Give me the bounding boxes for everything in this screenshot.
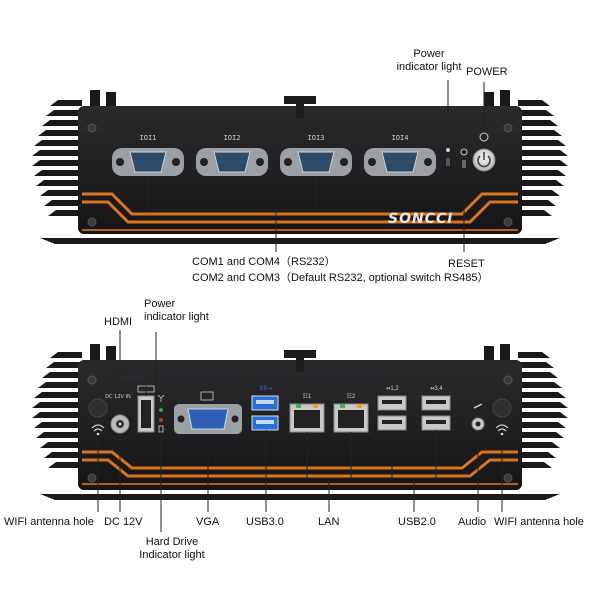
label-power: POWER <box>466 66 508 78</box>
front-panel: IOI1 IOI2 IOI3 IOI4 SONCCI <box>32 90 568 244</box>
com-port-1 <box>112 148 184 176</box>
label-usb3: USB3.0 <box>246 516 284 528</box>
label-lan: LAN <box>318 516 340 528</box>
orange-stripe-3 <box>300 192 518 216</box>
screws-rear <box>87 375 513 483</box>
orange-stripe-r4 <box>300 458 518 478</box>
top-notch <box>284 96 316 118</box>
label-dc12v: DC 12V <box>104 516 143 528</box>
orange-stripe-r1 <box>82 450 300 470</box>
label-hdd-indicator: Hard Drive Indicator light <box>139 536 205 561</box>
label-hdmi: HDMI <box>104 316 133 328</box>
orange-stripe-r2 <box>82 458 300 478</box>
vga-port[interactable] <box>174 391 242 434</box>
label-vga: VGA <box>196 516 220 528</box>
port-mark-4: IOI4 <box>392 134 409 142</box>
wifi-antenna-hole-left <box>88 398 108 436</box>
svg-text:DC 12V IN: DC 12V IN <box>105 394 131 400</box>
wifi-antenna-hole-right <box>492 398 512 436</box>
com-port-2 <box>196 148 268 176</box>
brand-logo: SONCCI <box>388 211 453 227</box>
hdd-led <box>159 418 163 422</box>
usb-ss-icon: SS→ <box>260 385 273 392</box>
heatsink-fins-top <box>90 90 510 110</box>
heatsink-fins-right <box>518 100 568 216</box>
monitor-icon <box>200 391 214 401</box>
lan-ports[interactable]: ☷1 ☷2 <box>289 393 369 433</box>
dc-jack[interactable]: DC 12V IN <box>105 394 131 434</box>
heatsink-fins-right-rear <box>518 352 568 468</box>
label-com2-com3: COM2 and COM3（Default RS232, optional sw… <box>192 272 489 284</box>
light-icon <box>157 394 165 402</box>
headphone-icon <box>473 403 483 409</box>
rear-notch <box>284 350 316 372</box>
heatsink-fins-top-rear <box>90 344 510 364</box>
orange-stripe-4 <box>300 200 518 224</box>
power-button[interactable] <box>472 132 496 172</box>
orange-stripe-1 <box>82 192 300 216</box>
rear-panel: DC 12V IN <box>32 344 568 500</box>
usb-icon-2: ⇸3,4 <box>429 386 443 392</box>
wifi-icon <box>91 424 105 432</box>
label-audio: Audio <box>458 516 487 528</box>
usb2-ports[interactable]: ⇸1,2 ⇸3,4 <box>377 386 451 431</box>
power-led-icon <box>446 148 450 166</box>
led-indicators <box>157 394 165 433</box>
label-wifi-right: WIFI antenna hole <box>494 516 584 528</box>
port-mark-3: IOI3 <box>308 134 325 142</box>
lan-icon-1: ☷1 <box>303 393 312 400</box>
heatsink-fins-left <box>32 100 82 216</box>
usb-icon-1: ⇸1,2 <box>385 386 399 392</box>
label-usb2: USB2.0 <box>398 516 436 528</box>
label-reset: RESET <box>448 258 485 270</box>
port-mark-2: IOI2 <box>224 134 241 142</box>
screws-front <box>87 123 513 227</box>
power-icon <box>477 155 491 168</box>
label-com1-com4: COM1 and COM4（RS232） <box>192 256 336 268</box>
base-flange <box>40 238 560 244</box>
reset-button[interactable] <box>460 148 468 168</box>
heatsink-fins-left-rear <box>32 352 82 468</box>
label-power-indicator-bottom: Power indicator light <box>144 298 209 323</box>
com-port-3 <box>280 148 352 176</box>
label-power-indicator-top: Power indicator light <box>396 48 462 73</box>
port-mark-1: IOI1 <box>140 134 157 142</box>
leader-lines-bottom <box>97 330 503 532</box>
power-led <box>159 408 163 412</box>
audio-jack[interactable] <box>471 403 485 431</box>
label-wifi-left: WIFI antenna hole <box>4 516 94 528</box>
orange-stripe-r3 <box>300 450 518 470</box>
wifi-icon <box>495 424 509 432</box>
com-port-4 <box>364 148 436 176</box>
leader-lines-top <box>147 80 485 252</box>
orange-stripe-2 <box>82 200 300 224</box>
base-flange-rear <box>40 494 560 500</box>
lan-icon-2: ☷2 <box>347 393 356 400</box>
usb3-ports[interactable]: SS→ <box>251 385 279 431</box>
